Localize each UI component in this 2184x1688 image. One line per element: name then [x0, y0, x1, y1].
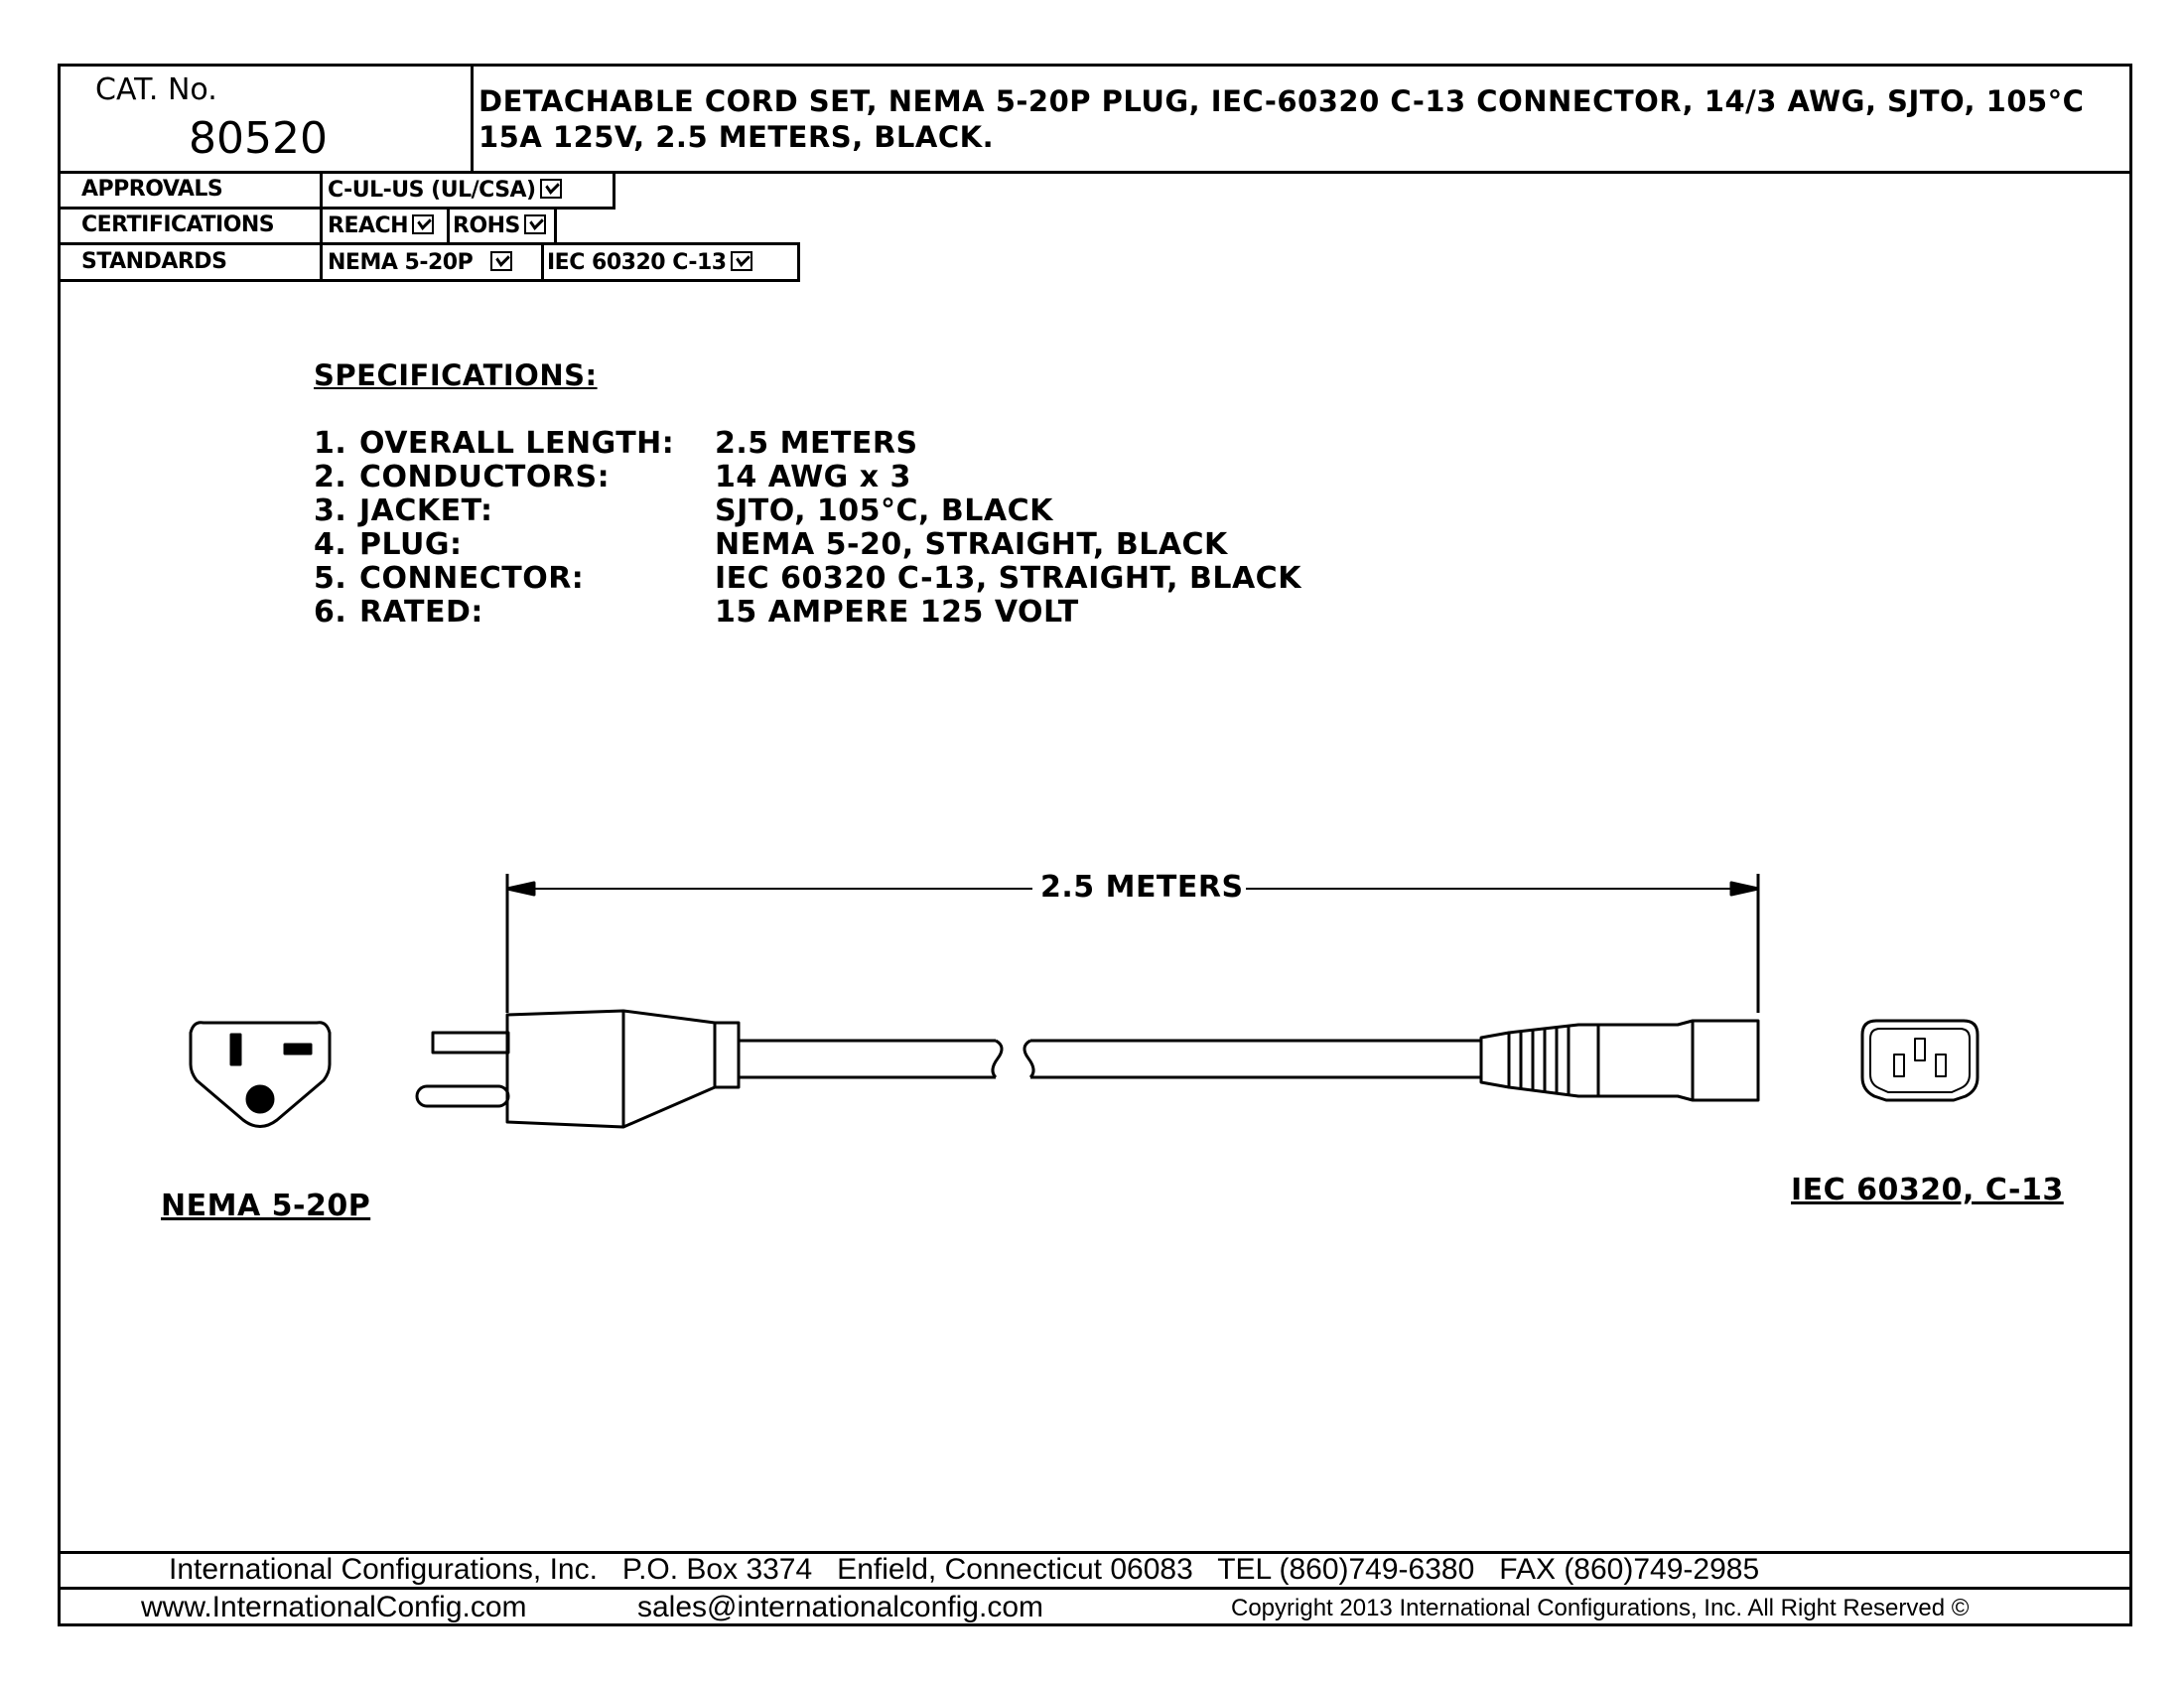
std-end [797, 242, 800, 281]
cat-number: 80520 [189, 113, 328, 164]
spec-num: 6. [314, 595, 347, 630]
cert-rohs: ROHS [453, 214, 546, 237]
plug-label: NEMA 5-20P [161, 1189, 371, 1223]
std-iec: IEC 60320 C-13 [547, 251, 752, 274]
nema-slot-horizontal [283, 1043, 313, 1055]
approvals-end [613, 171, 615, 209]
approvals-label: APPROVALS [81, 177, 223, 202]
connector-body [1598, 1019, 1760, 1102]
footer-copyright: Copyright 2013 International Configurati… [1231, 1595, 1970, 1621]
spec-label: CONDUCTORS: [359, 460, 611, 494]
cord-break-right [1023, 1039, 1035, 1079]
spec-num: 3. [314, 493, 347, 528]
cord-break-left [991, 1039, 1004, 1079]
description-line-2: 15A 125V, 2.5 METERS, BLACK. [478, 120, 995, 154]
std-nema-text: NEMA 5-20P [328, 250, 474, 275]
spec-num: 2. [314, 460, 347, 494]
attr-row-rule-2 [58, 242, 800, 245]
specs-title: SPECIFICATIONS: [314, 358, 598, 392]
spec-label: CONNECTOR: [359, 561, 585, 596]
spec-value: IEC 60320 C-13, STRAIGHT, BLACK [715, 561, 1301, 596]
spec-label: PLUG: [359, 527, 463, 562]
checkbox-checked-icon [523, 214, 546, 234]
spec-label: OVERALL LENGTH: [359, 426, 675, 461]
spec-value: 2.5 METERS [715, 426, 918, 461]
spec-label: RATED: [359, 595, 483, 630]
standards-label: STANDARDS [81, 249, 227, 274]
plug-blade-top [431, 1031, 510, 1055]
approvals-text: C-UL-US (UL/CSA) [328, 178, 536, 203]
certifications-label: CERTIFICATIONS [81, 212, 275, 237]
attr-label-divider [320, 171, 323, 281]
iec-pin-hole-left [1893, 1054, 1905, 1077]
iec-face-outline [1860, 1019, 1979, 1102]
connector-strain-relief [1479, 1031, 1511, 1089]
cert-reach-text: REACH [328, 213, 409, 238]
cert-divider [447, 207, 450, 244]
spec-label: JACKET: [359, 493, 493, 528]
drawing-frame [58, 64, 2132, 1626]
std-iec-text: IEC 60320 C-13 [547, 250, 727, 275]
nema-slot-vertical [229, 1033, 242, 1066]
spec-value: NEMA 5-20, STRAIGHT, BLACK [715, 527, 1228, 562]
plug-blade-bottom [415, 1084, 510, 1108]
dimension-label: 2.5 METERS [1038, 870, 1246, 905]
checkbox-checked-icon [539, 179, 562, 199]
spec-num: 5. [314, 561, 347, 596]
spec-num: 4. [314, 527, 347, 562]
footer-company-line: International Configurations, Inc. P.O. … [169, 1553, 1760, 1586]
attr-row-rule-1 [58, 207, 615, 210]
spec-value: 15 AMPERE 125 VOLT [715, 595, 1079, 630]
iec-pin-hole-right [1935, 1054, 1947, 1077]
dimension-arrow-left [505, 881, 536, 897]
plug-body [505, 1009, 717, 1129]
nema-face-outline [189, 1021, 332, 1128]
cat-label: CAT. No. [95, 72, 217, 107]
footer-mid-rule [58, 1587, 2132, 1590]
spec-value: 14 AWG x 3 [715, 460, 911, 494]
iec-pin-hole-center [1914, 1038, 1926, 1061]
checkbox-checked-icon [730, 251, 752, 271]
iec-face-inner [1869, 1028, 1971, 1093]
std-divider [541, 242, 544, 281]
attr-row-rule-3 [58, 279, 800, 282]
plug-strain-relief [713, 1021, 741, 1089]
cert-end [554, 207, 557, 244]
header-divider [471, 64, 474, 173]
std-nema: NEMA 5-20P [328, 250, 513, 275]
connector-label: IEC 60320, C-13 [1791, 1173, 2064, 1207]
nema-ground-hole [245, 1084, 275, 1114]
spec-num: 1. [314, 426, 347, 461]
spec-value: SJTO, 105°C, BLACK [715, 493, 1053, 528]
header-bottom-rule [58, 171, 2132, 174]
footer-website: www.InternationalConfig.com [141, 1591, 527, 1623]
checkbox-checked-icon [490, 251, 513, 271]
footer-top-rule [58, 1551, 2132, 1554]
checkbox-checked-icon [412, 214, 435, 234]
description-line-1: DETACHABLE CORD SET, NEMA 5-20P PLUG, IE… [478, 84, 2085, 118]
dimension-arrow-right [1729, 881, 1760, 897]
cert-reach: REACH [328, 213, 435, 238]
footer-email: sales@internationalconfig.com [637, 1591, 1043, 1623]
approvals-value: C-UL-US (UL/CSA) [328, 179, 562, 202]
cert-rohs-text: ROHS [453, 213, 520, 238]
